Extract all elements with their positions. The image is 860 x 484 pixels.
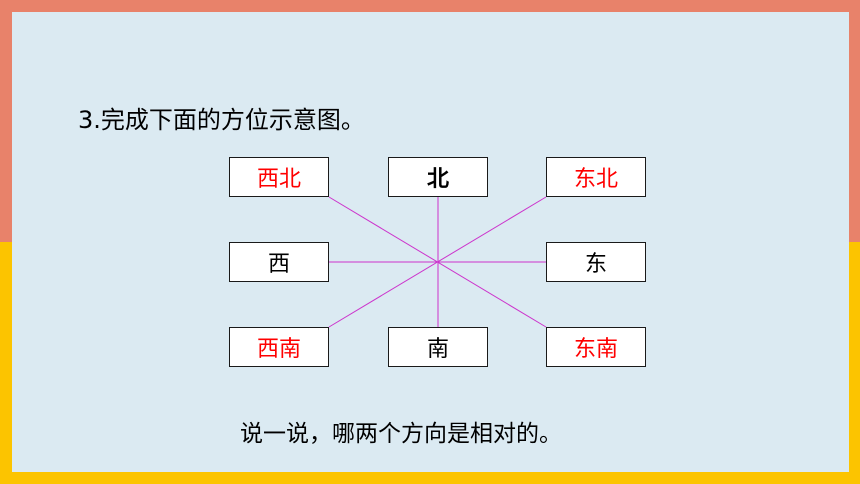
box-northeast: 东北 — [546, 157, 646, 197]
box-southeast: 东南 — [546, 327, 646, 367]
box-east: 东 — [546, 242, 646, 282]
content-card — [12, 12, 849, 472]
box-west: 西 — [229, 242, 329, 282]
line-northeast-southwest — [328, 196, 547, 328]
box-south: 南 — [388, 327, 488, 367]
box-northwest: 西北 — [229, 157, 329, 197]
exercise-title: 3.完成下面的方位示意图。 — [78, 106, 365, 134]
discussion-prompt: 说一说，哪两个方向是相对的。 — [240, 421, 562, 447]
box-southwest: 西南 — [229, 327, 329, 367]
box-north: 北 — [388, 157, 488, 197]
